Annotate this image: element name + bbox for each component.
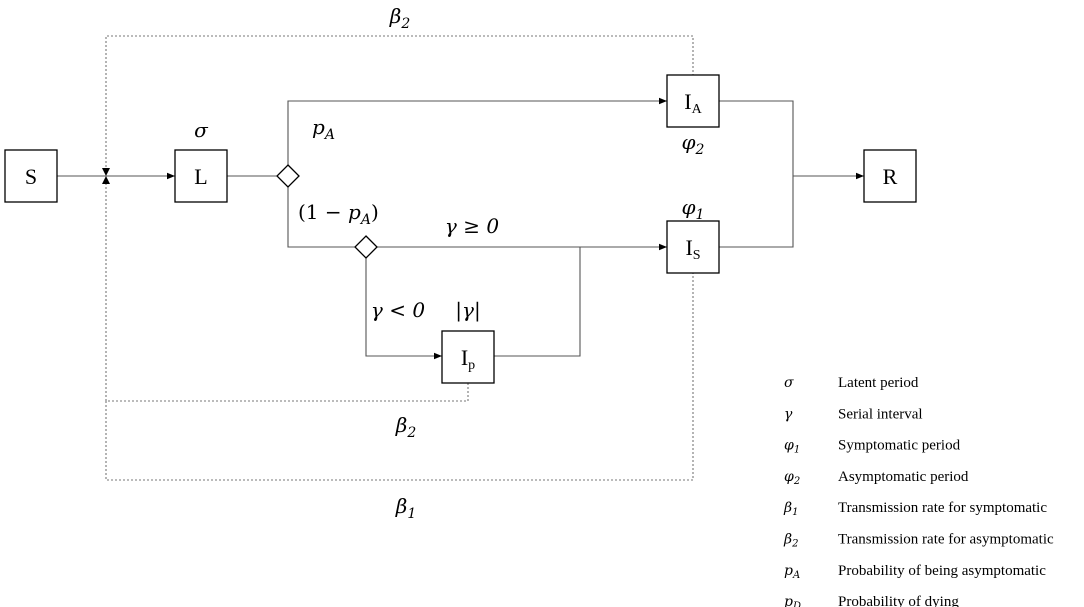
label-beta2-top: β2 [389,4,411,32]
label-one-minus-pa: (1 − pA) [298,200,379,228]
legend-symbol: γ [784,406,793,422]
decision-asymptomatic [276,164,300,188]
legend-symbol: β1 [783,500,798,518]
node-ip-label: Ip [461,345,475,373]
node-is: IS [666,220,720,274]
node-ia: IA [666,74,720,128]
edge-split-to-ia [287,97,667,165]
legend: σ Latent period γ Serial interval φ1 Symptoma… [783,375,1054,607]
node-l-label: L [194,164,207,189]
node-ia-label: IA [684,89,702,117]
label-beta1: β1 [395,494,416,522]
edge-ip-to-is [494,247,581,357]
legend-symbol: pA [784,563,800,581]
decision-serial-interval [354,235,378,259]
node-s-label: S [25,164,37,189]
legend-description: Serial interval [838,406,923,422]
node-s: S [4,149,58,203]
label-sigma: σ [194,118,209,142]
node-is-label: IS [685,235,700,263]
legend-description: Probability of dying [838,594,959,607]
legend-symbol: φ1 [784,438,800,456]
legend-symbol: pD [784,594,801,607]
beta2-loop-inner [105,180,469,402]
edge-ia-out [719,100,794,176]
edge-second-to-ip [365,258,442,360]
junction-arrow-up [102,176,110,184]
node-r: R [863,149,917,203]
label-abs-gamma: |γ| [455,298,480,323]
legend-description: Latent period [838,375,919,391]
legend-description: Symptomatic period [838,438,961,454]
legend-symbol: φ2 [784,469,800,487]
beta1-loop [105,272,694,481]
legend-symbol: σ [784,375,794,391]
legend-symbol: β2 [783,532,798,550]
label-phi1: φ1 [682,195,705,223]
beta2-loop-outer [105,35,694,172]
legend-description: Transmission rate for symptomatic [838,500,1047,516]
label-gamma-lt-zero: γ < 0 [371,298,425,322]
label-phi2: φ2 [682,130,705,158]
label-beta2-mid: β2 [395,413,417,441]
node-l: L [174,149,228,203]
legend-description: Transmission rate for asymptomatic [838,532,1054,548]
junction-arrow-down [102,168,110,176]
edge-split-to-second [287,187,355,248]
label-pa: pA [312,115,335,143]
node-ip: Ip [441,330,495,384]
legend-description: Probability of being asymptomatic [838,563,1046,579]
node-r-label: R [883,164,898,189]
label-gamma-ge-zero: γ ≥ 0 [445,214,499,238]
edge-is-out [719,176,794,248]
legend-description: Asymptomatic period [838,469,969,485]
